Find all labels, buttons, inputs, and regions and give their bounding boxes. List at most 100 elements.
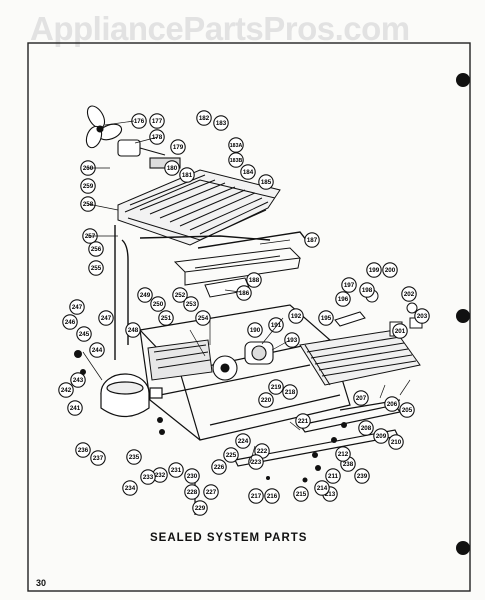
callout-number: 238 [343,461,354,468]
callout-number: 202 [404,291,415,298]
callout-number: 177 [152,118,163,125]
callout-223: 223 [248,454,264,470]
callout-number: 196 [338,296,349,303]
callout-bubble [184,468,200,484]
callout-bubble [248,488,264,504]
callout-bubble [392,323,408,339]
callout-number: 223 [251,459,262,466]
callout-number: 217 [251,493,262,500]
callout-bubble [196,110,212,126]
callout-number: 247 [101,315,112,322]
callout-number: 228 [187,489,198,496]
compressor [100,373,163,418]
evaporator-shelf [173,247,302,286]
callout-number: 245 [79,331,90,338]
callout-202: 202 [401,286,417,302]
callout-188: 188 [246,272,262,288]
callout-bubble [88,241,104,257]
callout-183B: 183B [228,152,244,168]
callout-bubble [248,454,264,470]
page-number: 30 [36,578,47,588]
callout-number: 205 [402,407,413,414]
callout-bubble [236,285,252,301]
callout-number: 192 [291,313,302,320]
callout-207: 207 [353,390,369,406]
callout-number: 250 [153,301,164,308]
callout-183A: 183A [228,137,244,153]
callout-number: 195 [321,315,332,322]
callout-255: 255 [88,260,104,276]
callout-bubble [268,379,284,395]
callout-bubble [335,446,351,462]
callout-number: 221 [298,418,309,425]
callout-bubble [125,322,141,338]
callout-185: 185 [258,174,274,190]
callout-bubble [80,178,96,194]
callout-211: 211 [325,468,341,484]
callout-number: 214 [317,485,328,492]
callout-bubble [228,152,244,168]
callout-245: 245 [76,326,92,342]
callout-number: 201 [395,328,406,335]
watermark: AppliancePartsPros.com [30,10,410,47]
callout-number: 255 [91,265,102,272]
callout-179: 179 [170,139,186,155]
callout-bubble [183,296,199,312]
callout-bubble [366,262,382,278]
callout-bubble [258,392,274,408]
callout-199: 199 [366,262,382,278]
defrost-heater [334,289,418,327]
callout-bubble [414,308,430,324]
callout-number: 253 [186,301,197,308]
callout-bubble [150,296,166,312]
callout-bubble [354,468,370,484]
callout-number: 206 [387,401,398,408]
page-border [27,42,471,592]
callout-number: 246 [65,319,76,326]
callout-bubble [184,484,200,500]
callout-186: 186 [236,285,252,301]
callout-number: 224 [238,438,249,445]
callout-253: 253 [183,296,199,312]
callout-bubble [384,396,400,412]
callout-bubble [258,174,274,190]
callout-bubble [69,299,85,315]
callout-249: 249 [137,287,153,303]
callout-247: 247 [69,299,85,315]
callout-bubble [158,310,174,326]
callout-230: 230 [184,468,200,484]
callout-183: 183 [213,115,229,131]
callout-bubble [140,469,156,485]
callout-248: 248 [125,322,141,338]
callout-241: 241 [67,400,83,416]
callout-number: 182 [199,115,210,122]
callout-206: 206 [384,396,400,412]
callout-number: 226 [214,464,225,471]
callout-246: 246 [62,314,78,330]
callout-number: 234 [125,485,136,492]
callout-bubble [168,462,184,478]
callout-259: 259 [80,178,96,194]
callout-bubble [70,372,86,388]
callout-number: 258 [83,201,94,208]
callout-bubble [170,139,186,155]
callout-bubble [62,314,78,330]
callout-208: 208 [358,420,374,436]
callout-number: 184 [243,169,254,176]
callout-bubble [122,480,138,496]
callout-bubble [293,486,309,502]
callout-bubble [359,282,375,298]
callout-184: 184 [240,164,256,180]
callout-number: 183A [230,143,243,149]
refrigerant-tubing [114,225,311,360]
callout-number: 211 [328,473,339,480]
callout-bubble [228,137,244,153]
callout-bubble [247,322,263,338]
callout-212: 212 [335,446,351,462]
callout-bubble [179,167,195,183]
callout-225: 225 [223,447,239,463]
callout-number: 239 [357,473,368,480]
registration-dot [456,73,470,87]
